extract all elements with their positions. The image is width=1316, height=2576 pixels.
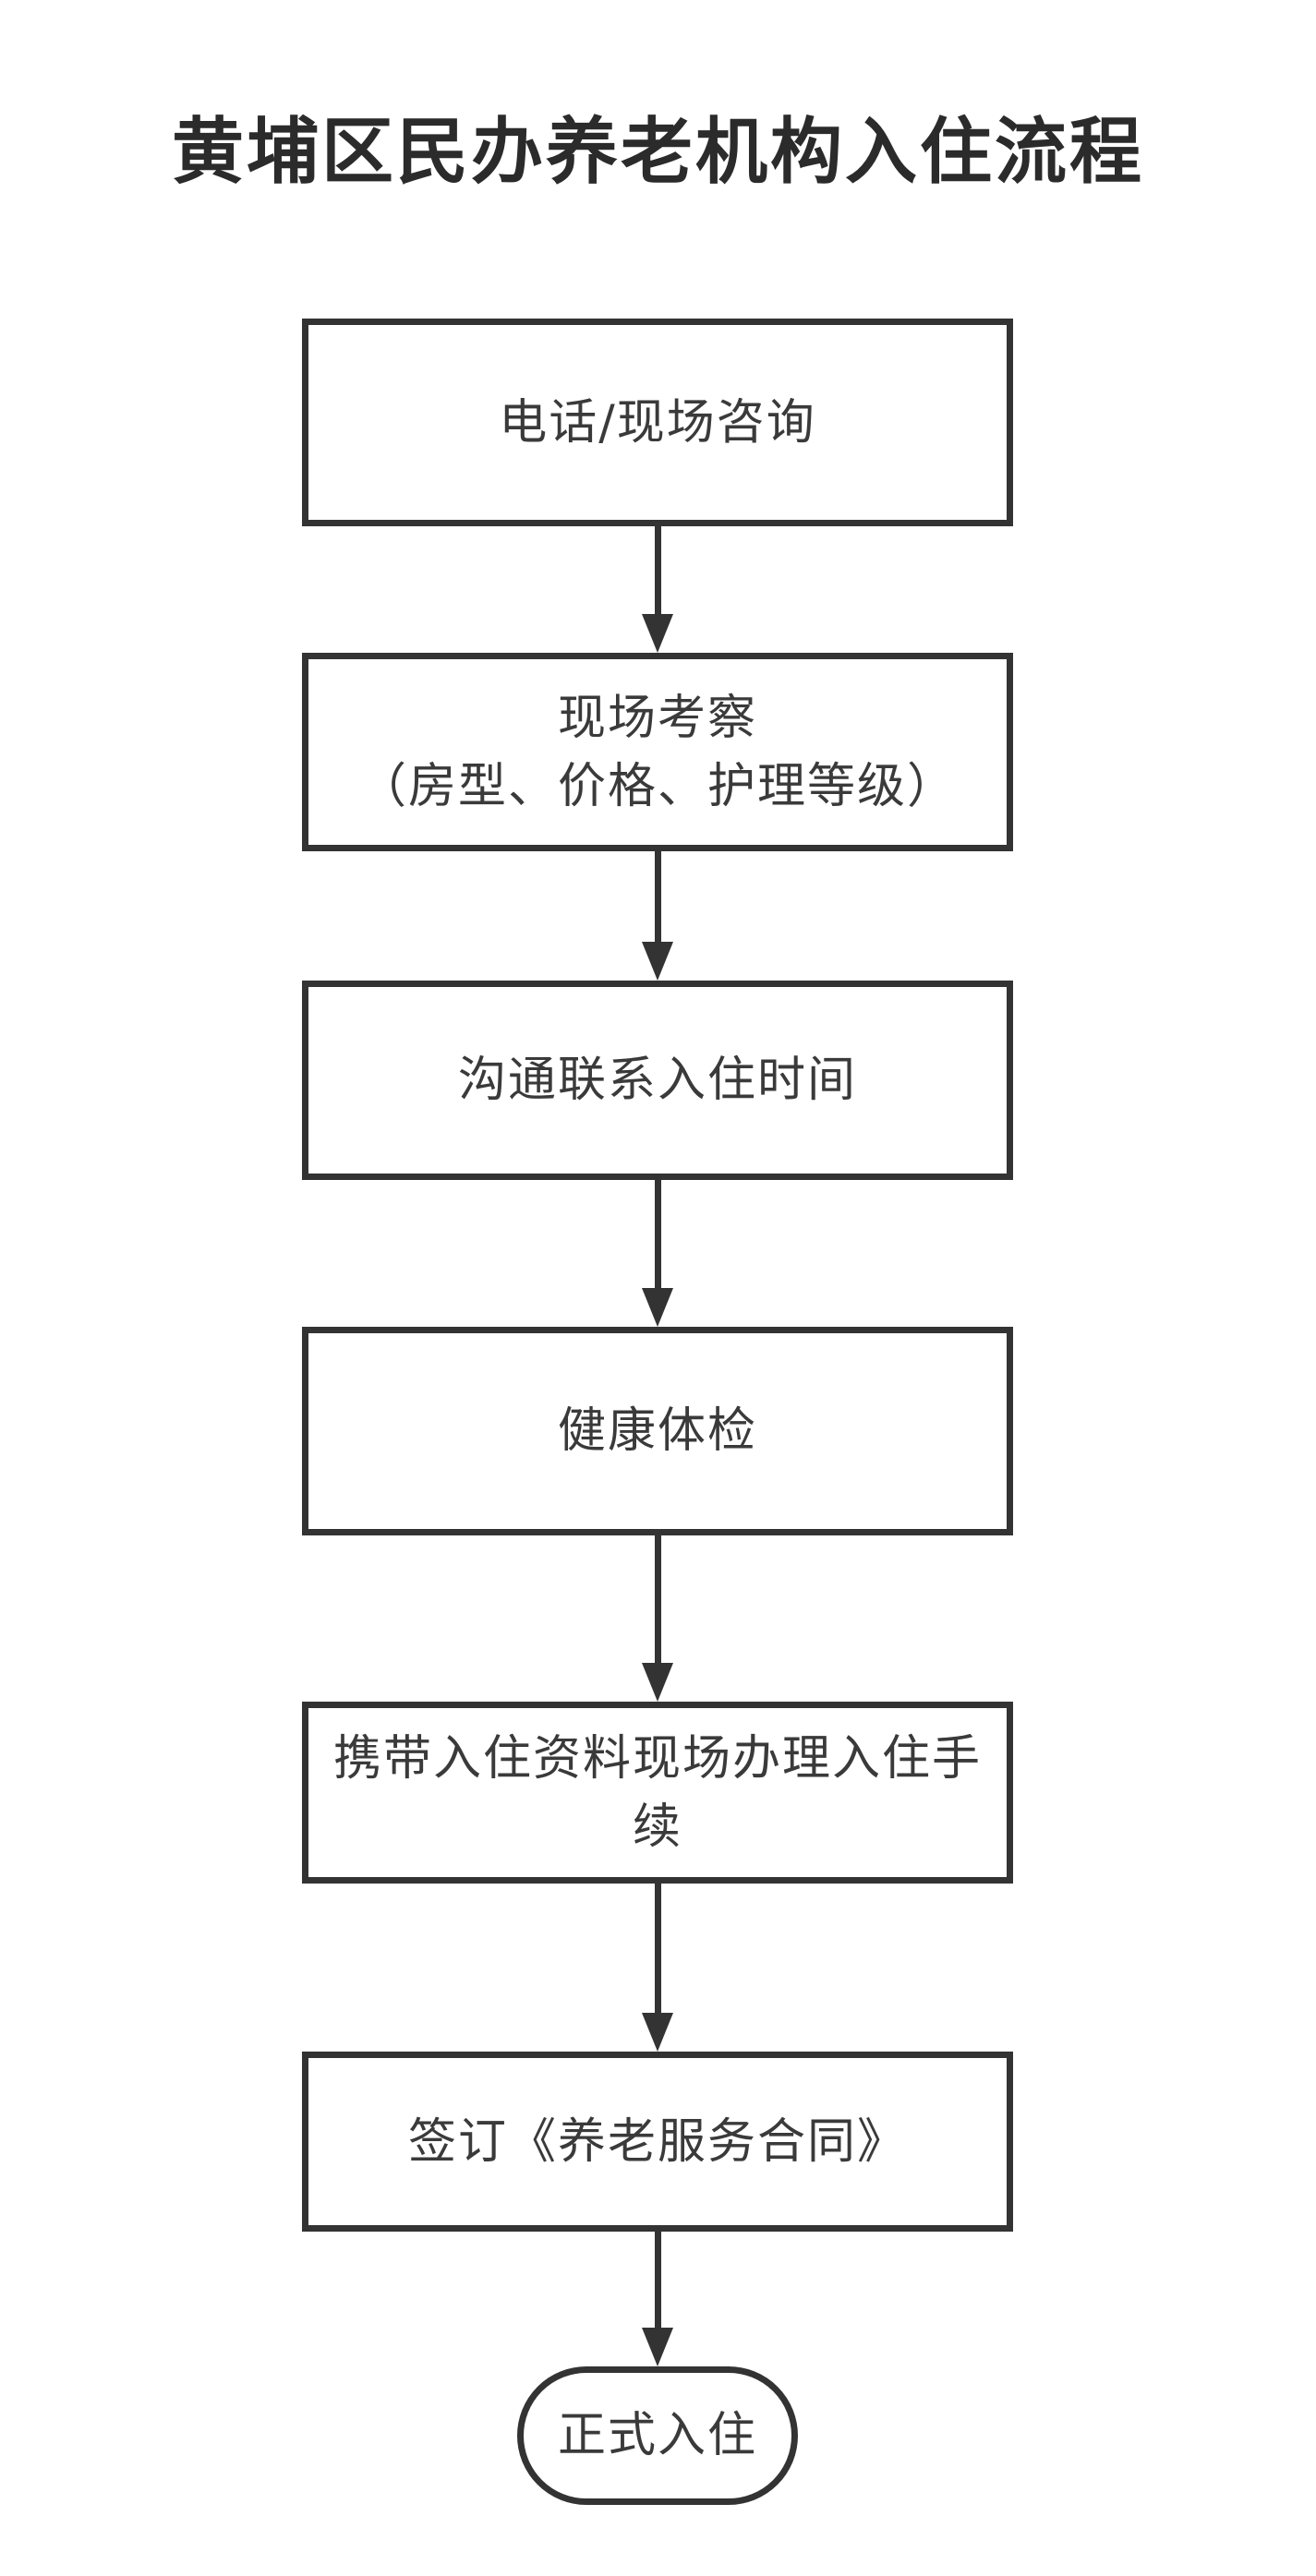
flow-node-health-exam: 健康体检 [302, 1327, 1013, 1535]
page-title: 黄埔区民办养老机构入住流程 [171, 110, 1144, 194]
flow-node-consult: 电话/现场咨询 [302, 319, 1013, 526]
node-label: 健康体检 [557, 1403, 757, 1459]
node-label: 现场考察 [557, 690, 757, 746]
arrow-down-icon [642, 1535, 673, 1702]
arrow-shaft [654, 526, 661, 614]
arrow-shaft [654, 2232, 661, 2328]
node-sublabel: （房型、价格、护理等级） [357, 758, 957, 814]
node-label: 电话/现场咨询 [499, 394, 816, 451]
flow-node-move-in: 正式入住 [517, 2366, 798, 2505]
arrow-down-icon [642, 1180, 673, 1327]
arrow-head [642, 1288, 673, 1327]
arrow-head [642, 614, 673, 653]
arrow-shaft [654, 1180, 661, 1288]
arrow-head [642, 2328, 673, 2366]
arrow-down-icon [642, 851, 673, 981]
arrow-shaft [654, 1884, 661, 2013]
flow-node-check-in-paperwork: 携带入住资料现场办理入住手续 [302, 1702, 1013, 1884]
arrow-head [642, 2013, 673, 2052]
arrow-down-icon [642, 1884, 673, 2052]
node-label: 正式入住 [557, 2408, 757, 2463]
node-label: 签订《养老服务合同》 [407, 2113, 907, 2170]
flow-node-site-visit: 现场考察 （房型、价格、护理等级） [302, 653, 1013, 851]
arrow-head [642, 1663, 673, 1702]
node-label: 携带入住资料现场办理入住手续 [332, 1730, 982, 1855]
flow-node-schedule-check-in: 沟通联系入住时间 [302, 981, 1013, 1180]
flow-node-sign-contract: 签订《养老服务合同》 [302, 2052, 1013, 2232]
arrow-shaft [654, 851, 661, 942]
arrow-down-icon [642, 2232, 673, 2366]
node-label: 沟通联系入住时间 [457, 1053, 857, 1108]
arrow-down-icon [642, 526, 673, 653]
arrow-shaft [654, 1535, 661, 1663]
arrow-head [642, 942, 673, 981]
